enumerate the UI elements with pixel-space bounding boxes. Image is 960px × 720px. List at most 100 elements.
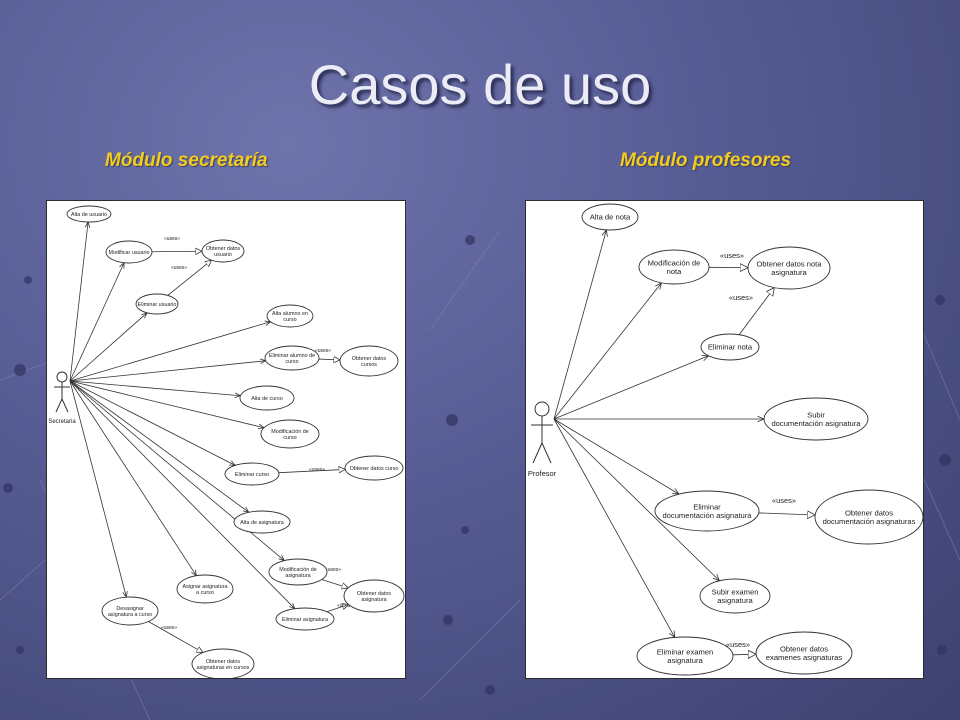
use-case-label: curso bbox=[285, 359, 298, 365]
use-case-obtener-datos-curso: Obtener datos curso bbox=[344, 455, 404, 481]
association-line bbox=[553, 418, 679, 494]
use-case-label: Eliminar usuario bbox=[138, 302, 177, 308]
use-case-label: Alta de nota bbox=[590, 213, 631, 222]
association-line bbox=[553, 418, 719, 581]
use-case-label: Modificación de bbox=[648, 258, 701, 267]
association-line bbox=[69, 380, 235, 465]
use-case-label: asignatura bbox=[771, 268, 807, 277]
actor-label-secretaria: Secretaria bbox=[48, 419, 76, 425]
use-case-label: Eliminar alumno de bbox=[269, 353, 315, 359]
uses-label: «uses» bbox=[315, 348, 331, 354]
uses-relation-line bbox=[318, 359, 340, 360]
uses-relation-line bbox=[151, 251, 202, 252]
use-case-label: documentación asignatura bbox=[771, 419, 861, 428]
section-title-secretaria: Módulo secretaría bbox=[105, 150, 268, 171]
use-case-label: documentación asignaturas bbox=[823, 517, 916, 526]
uses-relation-line bbox=[732, 654, 756, 655]
association-line bbox=[553, 283, 661, 420]
slide-title: Casos de uso bbox=[308, 53, 652, 116]
use-case-label: Alta alumno en bbox=[272, 311, 308, 317]
use-case-alta-curso: Alta de curso bbox=[239, 385, 295, 411]
use-case-eliminar-usuario: Eliminar usuario bbox=[135, 293, 179, 315]
association-line bbox=[553, 356, 709, 420]
use-case-label: Eliminar nota bbox=[708, 343, 753, 352]
association-line bbox=[69, 380, 196, 576]
use-case-label: Subir bbox=[807, 410, 825, 419]
uses-label: «uses» bbox=[726, 640, 750, 649]
uses-label: «uses» bbox=[337, 603, 353, 609]
use-case-label: Modificar usuario bbox=[108, 250, 149, 256]
use-case-diagram-profesores: «uses»«uses»«uses»«uses» Alta de notaMod… bbox=[528, 203, 923, 676]
actor-secretaria: Secretaria bbox=[48, 371, 76, 425]
association-line bbox=[69, 222, 88, 382]
uses-relation-line bbox=[148, 621, 202, 653]
association-line bbox=[553, 230, 606, 420]
uses-label: «uses» bbox=[164, 236, 180, 242]
use-case-label: Alta de usuario bbox=[71, 212, 107, 218]
use-case-label: Modificación de bbox=[271, 429, 308, 435]
use-case-label: Eliminar curso bbox=[235, 472, 269, 478]
use-case-label: Subir examen bbox=[712, 587, 759, 596]
association-line bbox=[69, 313, 147, 382]
use-case-label: Obtener datos bbox=[206, 246, 240, 252]
association-line bbox=[69, 322, 270, 382]
use-case-label: Alta de curso bbox=[251, 396, 282, 402]
uses-label: «uses» bbox=[772, 496, 796, 505]
use-case-label: asignatura bbox=[285, 573, 310, 579]
association-line bbox=[69, 380, 126, 597]
association-line bbox=[69, 380, 264, 428]
association-line bbox=[69, 380, 295, 609]
uses-label: «uses» bbox=[171, 265, 187, 271]
use-case-label: a curso bbox=[196, 590, 214, 596]
association-line bbox=[69, 380, 240, 396]
uses-relation-line bbox=[321, 579, 348, 587]
use-case-label: Obtener datos bbox=[845, 508, 893, 517]
use-case-label: Obtener datos bbox=[352, 356, 386, 362]
use-case-alta-asignatura: Alta de asignatura bbox=[233, 510, 291, 534]
use-case-label: documentación asignatura bbox=[662, 511, 752, 520]
use-case-label: Obtener datos bbox=[780, 644, 828, 653]
uses-relation-line bbox=[278, 469, 345, 472]
uses-relation-line bbox=[738, 288, 774, 335]
use-case-label: asignatura bbox=[717, 596, 753, 605]
use-case-label: Obtener datos nota bbox=[756, 259, 822, 268]
use-case-eliminar-asignatura: Eliminar asignatura bbox=[275, 607, 335, 631]
use-case-label: asignatura a curso bbox=[108, 612, 152, 618]
uses-label: «uses» bbox=[161, 625, 177, 631]
association-line bbox=[69, 361, 266, 382]
use-case-label: Obtener datos curso bbox=[350, 466, 399, 472]
use-case-label: asignatura bbox=[667, 656, 703, 665]
use-case-label: Modificación de bbox=[279, 567, 316, 573]
use-case-label: examenes asignaturas bbox=[766, 653, 843, 662]
uses-relation-line bbox=[167, 260, 212, 296]
association-line bbox=[69, 263, 124, 382]
actor-profesor: Profesor bbox=[528, 401, 557, 478]
use-case-label: Alta de asignatura bbox=[240, 520, 283, 526]
use-case-label: asignaturas en cursos bbox=[197, 665, 250, 671]
use-case-label: Eliminar examen bbox=[657, 647, 714, 656]
use-case-alta-usuario: Alta de usuario bbox=[66, 205, 112, 223]
association-line bbox=[553, 418, 675, 637]
uses-label: «uses» bbox=[720, 251, 744, 260]
use-case-label: asignatura bbox=[361, 597, 386, 603]
use-case-label: Eliminar asignatura bbox=[282, 617, 328, 623]
use-case-label: Asignar asignatura bbox=[183, 584, 228, 590]
